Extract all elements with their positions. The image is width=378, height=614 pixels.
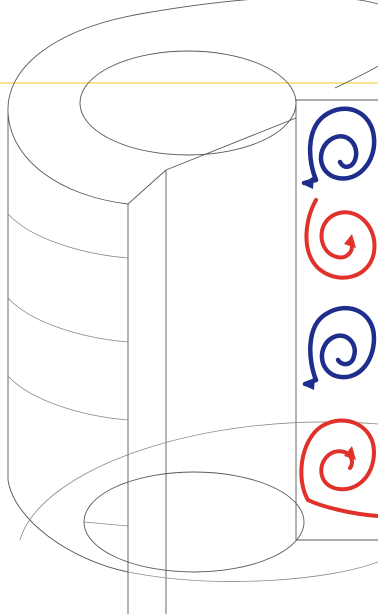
vortex-cell-2-red <box>306 200 374 278</box>
vortex-2-arrowhead <box>344 234 356 248</box>
outer-top-ellipse <box>8 0 378 204</box>
band-2 <box>8 298 128 342</box>
vortex-cell-1-blue <box>302 109 374 189</box>
vortex-4-tail <box>308 500 378 516</box>
inner-bottom-ellipse <box>84 472 304 572</box>
outer-rim-right <box>335 66 378 88</box>
vortex-cell-3-blue <box>303 308 374 390</box>
outer-bottom-front <box>128 562 378 581</box>
band-3 <box>8 376 128 420</box>
inner-cut-line <box>166 118 296 170</box>
cut-face-top-edge <box>128 170 166 204</box>
inner-top-ellipse <box>80 51 296 155</box>
inner-bottom-tick <box>84 522 128 526</box>
band-1 <box>8 214 128 258</box>
vortex-cell-4-red <box>301 420 378 516</box>
